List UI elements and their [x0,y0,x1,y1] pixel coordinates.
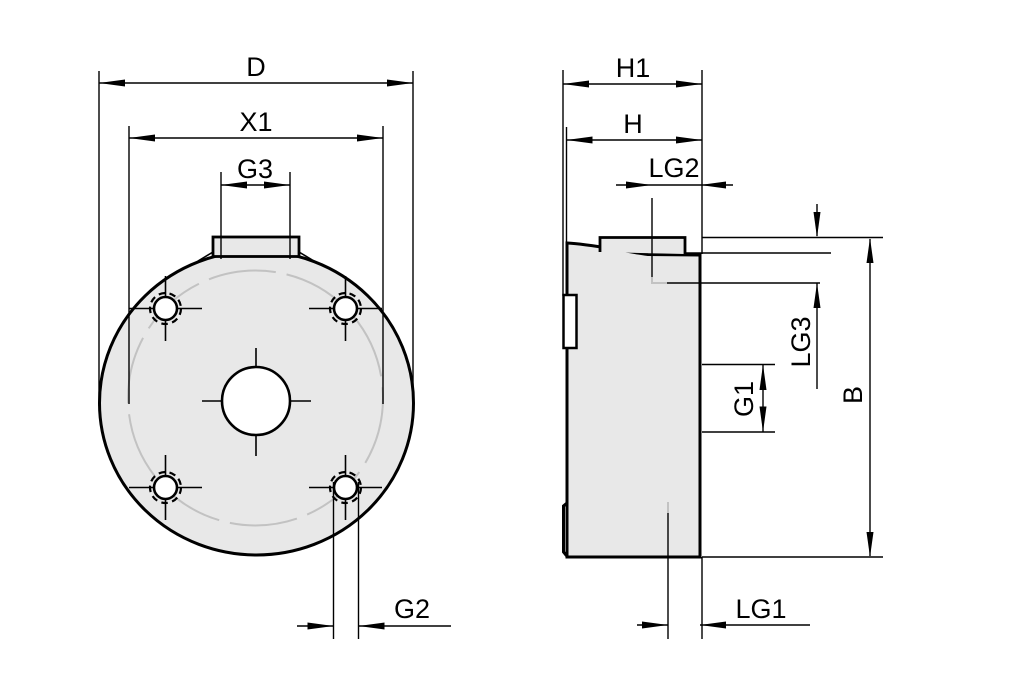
dim-label-lg2: LG2 [648,153,699,183]
arrowhead [866,238,874,263]
arrowhead [866,532,874,557]
arrowhead [813,212,821,238]
arrowhead [642,621,668,629]
arrowhead [676,136,702,144]
dim-label-g1: G1 [729,381,759,417]
arrowhead [626,181,652,189]
dim-g1: G1 [702,363,775,433]
bolt-hole-top-left [129,276,202,341]
seal-lip [562,501,570,559]
arrowhead [129,134,155,142]
arrowhead [759,406,767,432]
port-g3-lip [598,236,687,254]
dim-label-h1: H1 [616,53,651,83]
bore-circle [152,474,179,501]
dim-h: H [565,109,702,244]
thread-circle [148,291,183,326]
dim-lg1: LG1 [637,594,810,629]
port-chamfer-left [197,251,214,262]
dim-lg3: LG3 [786,204,821,389]
bore-circle [332,474,359,501]
arrowhead [264,181,290,189]
arrowhead [221,181,247,189]
dim-h1: H1 [562,53,702,296]
center-hole-bore [220,365,292,437]
arrowhead [387,79,413,87]
thread-circle [328,291,363,326]
dim-x1: X1 [128,107,384,404]
dim-label-h: H [623,109,643,139]
dim-label-g2: G2 [394,594,430,624]
thread-circle [328,470,363,505]
side-view: H1 H LG2 LG3 [562,53,883,639]
center-hole [202,348,311,456]
dim-g2: G2 [297,482,451,639]
bolt-hole-bottom-right [309,455,382,520]
dim-label-x1: X1 [239,107,272,137]
bore-circle [152,295,179,322]
port-chamfer-right [298,251,315,262]
arrowhead [700,181,726,189]
arrowhead [566,136,593,144]
side-tab [562,293,578,350]
dim-b: B [838,238,874,557]
arrowhead [358,622,385,630]
arrowhead [563,80,589,88]
bore-circle [332,295,359,322]
arrowhead [676,80,702,88]
arrowhead [759,364,767,390]
dim-d: D [98,52,414,406]
port-g3-fitting [211,235,301,258]
dim-label-g3: G3 [237,154,273,184]
bolt-hole-top-right [309,276,382,341]
arrowhead [307,622,334,630]
bolt-hole-bottom-left [129,455,202,520]
dim-label-lg1: LG1 [735,594,786,624]
arrowhead [99,79,125,87]
body-outline [565,241,702,559]
thread-circle [148,470,183,505]
dim-g3: G3 [220,154,291,259]
dim-label-b: B [838,386,868,404]
dim-label-lg3: LG3 [786,316,816,367]
dim-label-d: D [246,52,266,82]
dim-lg2: LG2 [616,153,733,189]
arrowhead [357,134,383,142]
arrowhead [700,621,726,629]
front-view: D X1 G3 G2 [98,52,451,639]
